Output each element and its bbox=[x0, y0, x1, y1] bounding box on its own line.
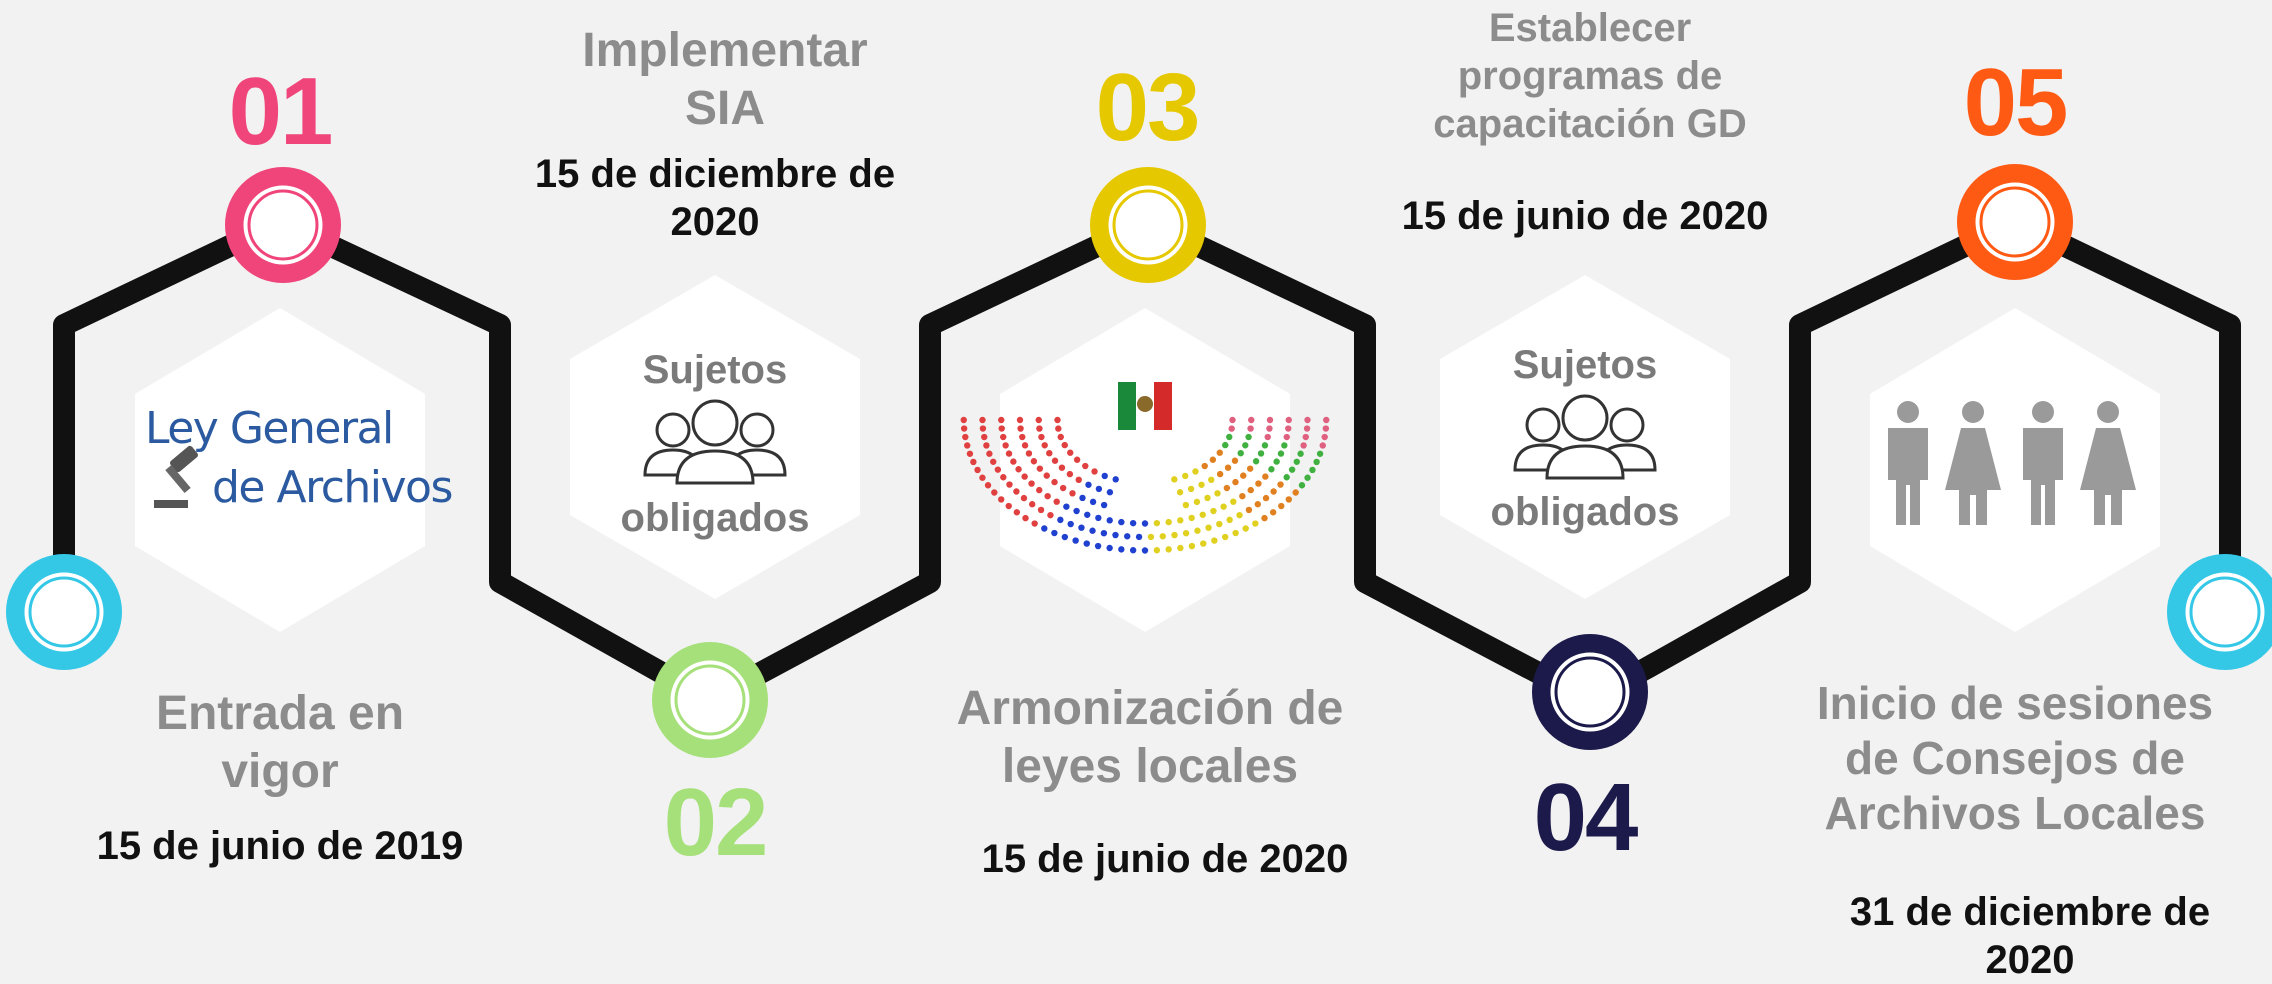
hexagon-5 bbox=[1870, 308, 2160, 632]
step-number-2: 02 bbox=[663, 769, 769, 876]
step-title-4: Establecer programas de capacitación GD bbox=[1433, 6, 1747, 146]
step-date-2: 15 de diciembre de 2020 bbox=[534, 152, 896, 244]
step-number-5: 05 bbox=[1963, 49, 2069, 156]
step-date-5: 31 de diciembre de 2020 bbox=[1849, 890, 2211, 982]
step-title-5: Inicio de sesiones de Consejos de Archiv… bbox=[1816, 677, 2214, 840]
congress-seats-icon bbox=[960, 416, 1330, 554]
step-number-4: 04 bbox=[1533, 764, 1639, 871]
step-number-1: 01 bbox=[228, 58, 334, 165]
end-node-circle bbox=[2167, 554, 2272, 670]
node-3-circle bbox=[1090, 167, 1206, 283]
start-node-circle bbox=[6, 554, 122, 670]
step-date-1: 15 de junio de 2019 bbox=[96, 824, 464, 868]
step-date-3: 15 de junio de 2020 bbox=[981, 837, 1349, 881]
hexagon-1 bbox=[135, 308, 425, 632]
node-2-circle bbox=[652, 642, 768, 758]
step-date-4: 15 de junio de 2020 bbox=[1401, 194, 1769, 238]
men-women-icon bbox=[1888, 401, 2136, 525]
hexagon-3 bbox=[1000, 308, 1290, 632]
hex4-label-1: Sujetos bbox=[1512, 343, 1658, 387]
people-group-icon bbox=[1513, 394, 1657, 480]
logo-line-1: Ley General bbox=[145, 403, 394, 454]
hex2-label-2: obligados bbox=[620, 496, 810, 540]
node-4-circle bbox=[1532, 634, 1648, 750]
hex2-label-1: Sujetos bbox=[642, 348, 788, 392]
node-5-circle bbox=[1957, 164, 2073, 280]
people-group-icon bbox=[643, 399, 787, 485]
step-title-3: Armonización de leyes locales bbox=[956, 682, 1344, 793]
step-number-3: 03 bbox=[1095, 54, 1201, 161]
step-title-1: Entrada en vigor bbox=[155, 687, 405, 798]
step-title-2: Implementar SIA bbox=[582, 24, 868, 135]
gavel-icon bbox=[154, 445, 198, 508]
node-1-circle bbox=[225, 167, 341, 283]
mexico-flag-icon bbox=[1118, 382, 1172, 430]
logo-line-2: de Archivos bbox=[212, 462, 453, 513]
hex4-label-2: obligados bbox=[1490, 490, 1680, 534]
